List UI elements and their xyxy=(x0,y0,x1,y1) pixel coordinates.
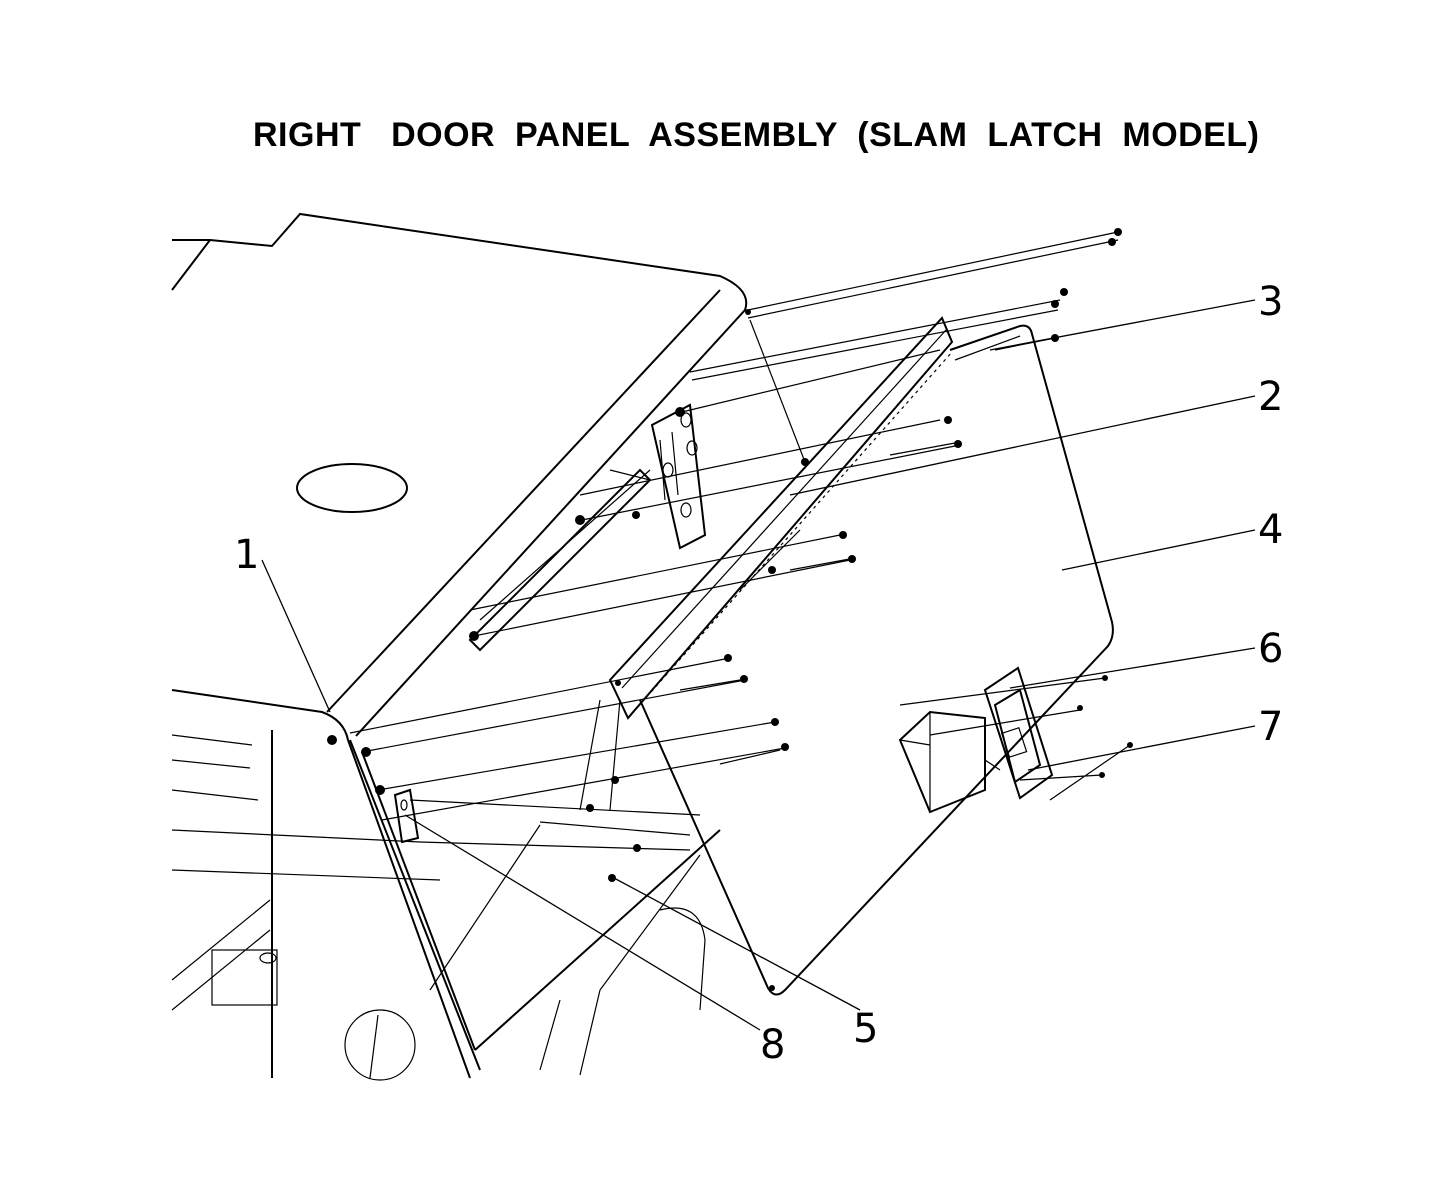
callout-6: 6 xyxy=(1258,626,1283,672)
callout-4: 4 xyxy=(1258,507,1283,553)
leader-1 xyxy=(261,559,331,713)
callout-5: 5 xyxy=(853,1006,878,1052)
leader-2 xyxy=(789,395,1256,496)
leader-5 xyxy=(613,877,861,1011)
callout-1: 1 xyxy=(234,532,259,578)
diagram-title: RIGHT DOOR PANEL ASSEMBLY (SLAM LATCH MO… xyxy=(253,116,1260,154)
cabinet-roof xyxy=(171,212,748,737)
door-panel xyxy=(639,324,1114,996)
roof-brace xyxy=(468,468,652,652)
leader-8 xyxy=(404,814,761,1031)
leader-lines xyxy=(261,299,1256,1031)
fastener-heads xyxy=(327,228,1133,991)
leader-6 xyxy=(1009,647,1256,689)
leader-4 xyxy=(1061,529,1256,571)
upper-hinge-bracket xyxy=(650,403,707,550)
roof-vent-opening xyxy=(296,463,408,513)
callout-3: 3 xyxy=(1258,279,1283,325)
callout-7: 7 xyxy=(1258,704,1283,750)
slam-latch xyxy=(898,666,1054,814)
callout-8: 8 xyxy=(760,1022,785,1068)
lower-hinge-bracket xyxy=(393,788,420,844)
hinge-strip xyxy=(608,316,954,720)
cabinet-frame xyxy=(171,689,706,1081)
leader-3 xyxy=(989,299,1256,351)
callout-2: 2 xyxy=(1258,374,1283,420)
frame-access-hole xyxy=(344,1009,416,1081)
leader-7 xyxy=(1027,725,1256,771)
door-post xyxy=(349,699,721,1071)
callout-labels: 1 2 3 4 5 6 7 8 xyxy=(234,279,1283,1068)
fastener-lines xyxy=(349,231,1131,821)
